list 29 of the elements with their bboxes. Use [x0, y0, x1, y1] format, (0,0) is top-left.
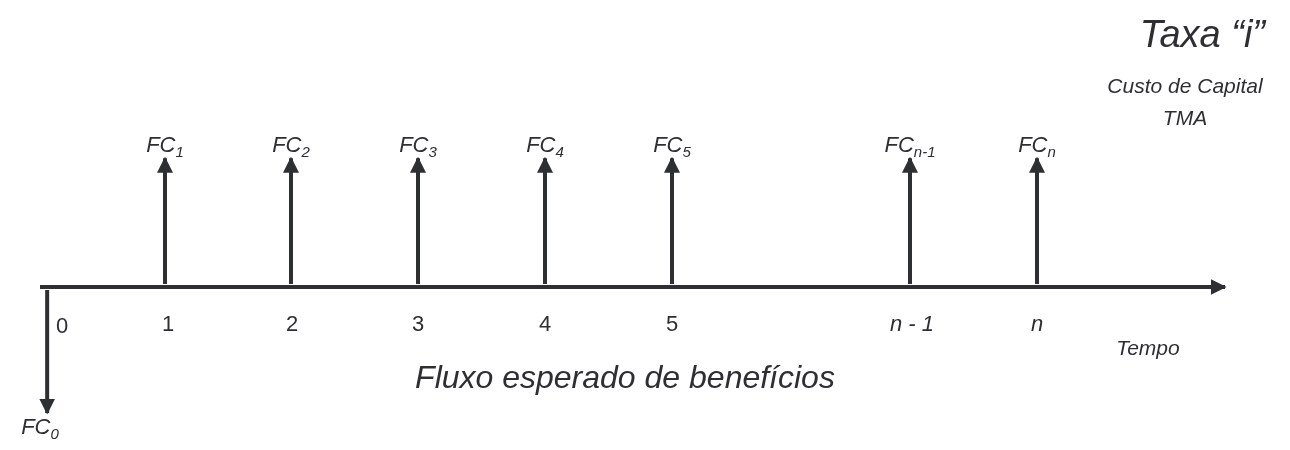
tick-label: 1	[161, 312, 175, 337]
cash-flow-arrow	[157, 156, 173, 284]
cash-flow-label: FC$_{3}$	[399, 132, 437, 158]
cash-flow-label: FC$_{n-1}$	[884, 132, 936, 158]
cash-flow-label: FC$_{4}$	[526, 132, 564, 158]
cash-flow-label: FC$_{2}$	[272, 132, 310, 158]
tick-label: 0	[55, 314, 69, 339]
tick-label: 5	[665, 312, 679, 337]
cash-flow-arrow	[39, 290, 56, 415]
tick-label: 2	[285, 312, 299, 337]
caption-text: Fluxo esperado de benefícios	[415, 360, 835, 396]
cash-flow-arrow	[664, 156, 680, 284]
cash-flow-label: FC$_{5}$	[653, 132, 691, 158]
tick-label: n	[1030, 312, 1044, 337]
cash-flow-arrow	[537, 156, 553, 284]
rate-title: Taxa “i”	[1139, 14, 1265, 56]
cash-flow-label: FC$_{0}$	[21, 414, 59, 440]
rate-subtitle: TMA	[1162, 106, 1208, 130]
cash-flow-label: FC$_{n}$	[1018, 132, 1056, 158]
cash-flow-arrow	[902, 156, 918, 284]
rate-subtitle: Custo de Capital	[1107, 74, 1263, 98]
cash-flow-arrow	[283, 156, 299, 284]
cash-flow-arrow	[1029, 156, 1045, 284]
tick-label: 4	[538, 312, 552, 337]
tick-label: 3	[411, 312, 425, 337]
cash-flow-label: FC$_{1}$	[146, 132, 184, 158]
cash-flow-arrow	[410, 156, 426, 284]
axis-title: Tempo	[1116, 336, 1180, 360]
tick-label: n - 1	[890, 312, 934, 337]
